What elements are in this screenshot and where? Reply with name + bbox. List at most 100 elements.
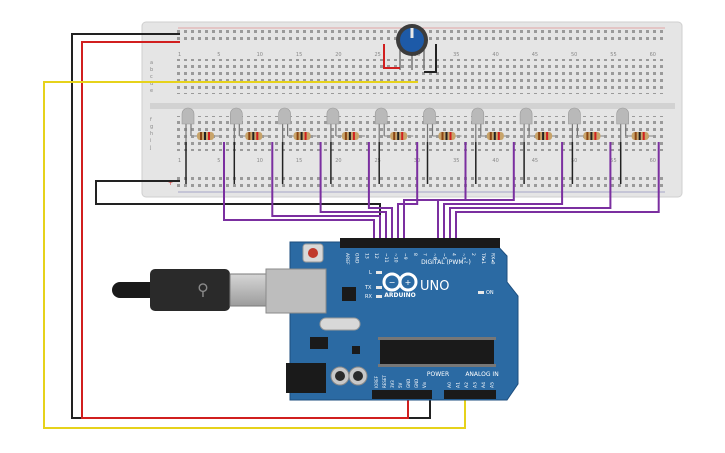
resistor-band xyxy=(204,132,206,140)
wire-ground-rail-to-gnd xyxy=(95,180,381,236)
led-tx xyxy=(376,286,382,289)
led xyxy=(181,107,195,125)
led xyxy=(278,107,291,125)
column-number: 60 xyxy=(650,158,656,164)
resistor-band xyxy=(642,132,645,140)
bottom-power-rail xyxy=(175,176,665,190)
led-label-tx: TX xyxy=(364,285,372,291)
digital-pin-label: RX◂0 xyxy=(490,253,496,264)
resistor-band xyxy=(634,132,637,140)
logo-right-loop xyxy=(398,272,418,292)
small-chip xyxy=(352,346,360,354)
wire-led-signal xyxy=(437,142,515,240)
led xyxy=(616,107,629,125)
led-array xyxy=(181,107,655,184)
digital-pin-label: 8 xyxy=(412,253,418,256)
column-number: 50 xyxy=(571,52,577,58)
resistor-band xyxy=(594,132,597,140)
column-number: 40 xyxy=(492,52,498,58)
capacitor-1-top xyxy=(335,371,345,381)
pot-indicator xyxy=(410,28,414,38)
atmega-socket-top xyxy=(378,337,496,340)
wire-led-signal xyxy=(455,142,660,240)
digital-pin-label: ~5 xyxy=(441,253,447,260)
row-letter: d xyxy=(150,81,153,87)
analog-pin-label: A0 xyxy=(447,382,453,388)
digital-pin-label: TX▸1 xyxy=(480,252,486,264)
resistor-band xyxy=(208,132,210,140)
wire-power-main xyxy=(81,41,409,419)
column-number: 1 xyxy=(178,52,181,58)
column-number: 45 xyxy=(532,52,538,58)
voltage-regulator xyxy=(310,337,328,349)
led-l xyxy=(376,271,382,274)
resistor-band xyxy=(296,132,299,140)
column-number: 35 xyxy=(453,52,459,58)
terminal-strip-top xyxy=(175,59,665,94)
row-letter: j xyxy=(149,145,151,151)
resistor-band xyxy=(352,132,355,140)
led xyxy=(423,107,436,125)
row-letter: e xyxy=(150,88,153,94)
digital-pin-label: 13 xyxy=(363,253,369,259)
row-letter: i xyxy=(150,138,151,144)
led xyxy=(519,107,533,125)
resistor-band xyxy=(248,132,251,140)
column-number: 25 xyxy=(375,158,381,164)
pot-knob xyxy=(400,28,424,52)
resistor-band xyxy=(256,132,259,140)
row-letter: f xyxy=(150,117,152,123)
atmega-chip xyxy=(380,340,494,364)
column-number: 55 xyxy=(610,52,616,58)
led-label-rx: RX xyxy=(365,294,372,300)
column-number: 15 xyxy=(296,52,302,58)
digital-pin-label: 12 xyxy=(373,253,379,259)
resistor-band xyxy=(200,132,202,140)
column-number: 55 xyxy=(610,158,616,164)
analog-pin-label: A2 xyxy=(464,382,470,388)
resistor-band xyxy=(252,132,255,140)
column-number: 45 xyxy=(532,158,538,164)
atmega-socket-bottom xyxy=(378,364,496,367)
arduino-logo: − + xyxy=(382,272,418,292)
resistor-band xyxy=(401,132,404,140)
led-label-l: L xyxy=(369,270,372,276)
column-number: 10 xyxy=(257,52,263,58)
power-pin-label: 5V xyxy=(398,382,403,388)
led-wires xyxy=(223,142,660,240)
crystal xyxy=(319,317,361,331)
power-pin-label: Vin xyxy=(422,381,427,388)
column-number: 15 xyxy=(296,158,302,164)
led-on xyxy=(478,291,484,294)
led xyxy=(568,107,581,125)
column-number: 25 xyxy=(375,52,381,58)
digital-pin-label: 2 xyxy=(470,253,476,256)
wire-led-signal xyxy=(319,142,387,240)
row-letter: h xyxy=(150,131,153,137)
digital-pin-label: ~11 xyxy=(383,253,389,263)
resistor-band xyxy=(397,132,400,140)
resistor-band xyxy=(542,132,545,140)
logo-minus: − xyxy=(389,278,396,287)
led xyxy=(374,107,388,125)
resistor-band xyxy=(344,132,347,140)
resistor-band xyxy=(441,132,444,140)
resistor-band xyxy=(497,132,500,140)
analog-pin-label: A3 xyxy=(473,382,479,388)
led-rx xyxy=(376,295,382,298)
usb-icon: ⚲ xyxy=(197,280,209,299)
power-pin-label: GND xyxy=(406,379,411,388)
column-number: 20 xyxy=(335,158,341,164)
center-channel xyxy=(150,103,675,109)
digital-pin-label: AREF xyxy=(344,253,350,265)
potentiometer[interactable] xyxy=(396,24,428,70)
resistor-band xyxy=(489,132,492,140)
usb-chip xyxy=(342,287,356,301)
analog-pin-label: A5 xyxy=(490,382,496,388)
led xyxy=(230,107,243,125)
